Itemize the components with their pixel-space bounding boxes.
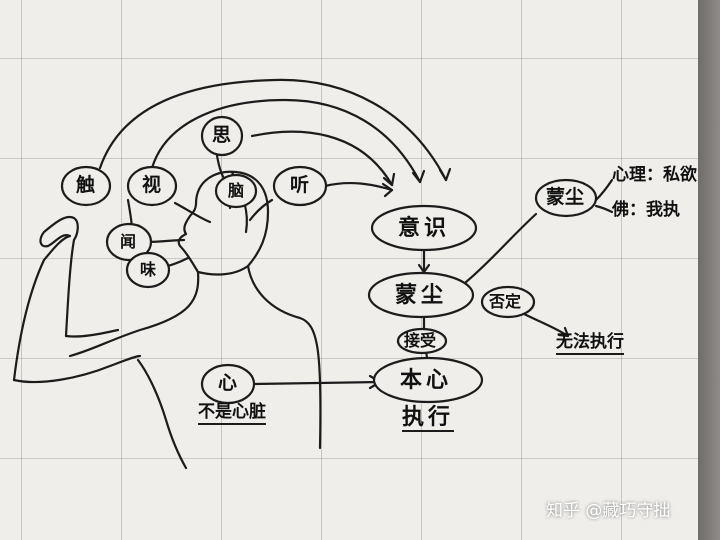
oval-touch — [60, 165, 112, 207]
oval-deny — [480, 285, 536, 319]
watermark-author: @藏巧守拙 — [585, 501, 671, 521]
oval-consciousness — [370, 204, 478, 252]
label-consciousness: 意识 — [398, 215, 451, 241]
label-heart: 心 — [218, 372, 238, 394]
label-cannot-execute: 无法执行 — [556, 334, 624, 355]
oval-original-mind — [372, 356, 484, 404]
oval-smell — [105, 222, 153, 262]
link-dust-to-right-dust — [464, 212, 538, 284]
raised-arm — [12, 215, 79, 382]
oval-hearing — [272, 165, 328, 207]
label-psychology-note: 心理：私欲 — [612, 165, 697, 185]
label-brain: 脑 — [228, 181, 245, 200]
oval-thought — [200, 115, 244, 157]
label-touch: 触 — [76, 174, 96, 196]
label-dust-center: 蒙尘 — [395, 282, 448, 308]
label-hearing: 听 — [290, 174, 310, 196]
shoulders-torso — [68, 270, 200, 358]
label-heart-note: 不是心脏 — [198, 404, 266, 425]
watermark-site: 知乎 — [546, 501, 580, 521]
forearm — [12, 354, 142, 384]
label-buddhism-note: 佛：我执 — [612, 200, 680, 220]
oval-dust-center — [367, 271, 475, 319]
label-execute: 执行 — [402, 404, 455, 432]
link-right-dust-to-notes — [594, 178, 614, 214]
arrow-hearing-to-consciousness — [323, 181, 394, 192]
label-thought: 思 — [212, 124, 232, 146]
label-taste: 味 — [140, 260, 157, 279]
label-smell: 闻 — [120, 232, 137, 251]
arc-touch-to-consciousness — [98, 78, 448, 182]
arc-sight-to-consciousness — [150, 98, 422, 184]
oval-taste — [125, 251, 171, 289]
arm-underside — [64, 328, 120, 338]
label-dust-right: 蒙尘 — [546, 186, 585, 208]
grid-paper — [0, 0, 698, 540]
label-original-mind: 本心 — [400, 367, 453, 393]
label-sight: 视 — [142, 174, 162, 196]
label-accept: 接受 — [404, 331, 437, 350]
oval-brain — [214, 173, 258, 209]
watermark: 知乎 @藏巧守拙 — [546, 496, 670, 521]
oval-heart — [200, 363, 256, 405]
label-deny: 否定 — [489, 292, 522, 311]
torso-left-curve — [136, 358, 188, 470]
arc-thought-to-consciousness — [250, 130, 394, 187]
oval-accept — [396, 327, 448, 355]
arrow-heart-to-original-mind — [252, 380, 382, 386]
oval-sight — [126, 165, 178, 207]
page-edge-shadow — [698, 0, 720, 540]
oval-dust-right — [534, 178, 598, 218]
